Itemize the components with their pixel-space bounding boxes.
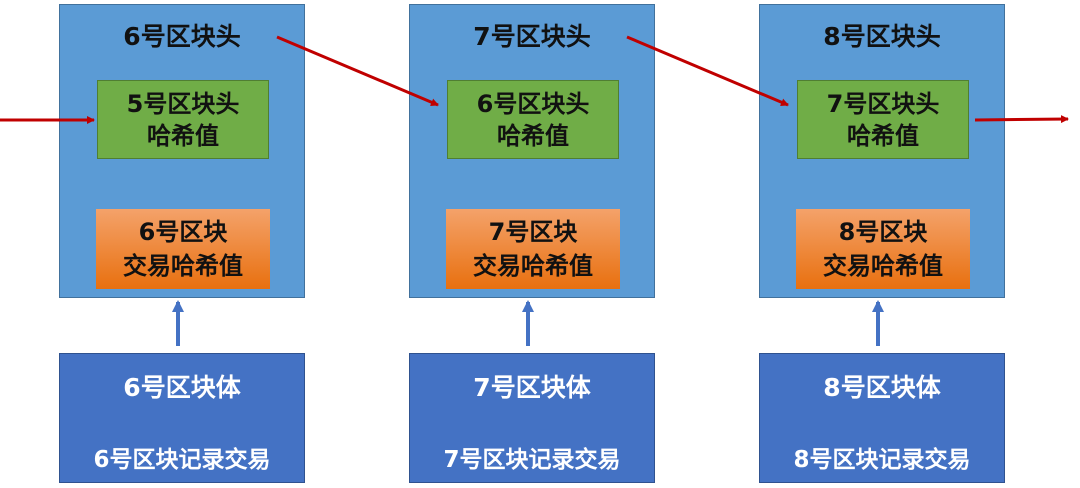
prev-hash-box: 5号区块头哈希值 (97, 80, 269, 159)
tx-hash-line2: 交易哈希值 (823, 252, 943, 280)
chain-arrow-out (974, 115, 1069, 124)
tx-hash-line2: 交易哈希值 (123, 252, 243, 280)
block-header-title: 8号区块头 (823, 22, 941, 51)
tx-hash-line2: 交易哈希值 (473, 252, 593, 280)
block-header-6: 6号区块头 5号区块头哈希值 6号区块交易哈希值 (59, 4, 305, 298)
prev-hash-box: 6号区块头哈希值 (447, 80, 619, 159)
block-body-8: 8号区块体 8号区块记录交易 (759, 353, 1005, 483)
block-body-text: 7号区块记录交易 (443, 447, 621, 473)
block-body-6: 6号区块体 6号区块记录交易 (59, 353, 305, 483)
block-header-title: 7号区块头 (473, 22, 591, 51)
block-body-text: 6号区块记录交易 (93, 447, 271, 473)
tx-hash-line1: 7号区块 (488, 218, 578, 246)
prev-hash-box: 7号区块头哈希值 (797, 80, 969, 159)
tx-hash-line1: 8号区块 (838, 218, 928, 246)
tx-hash-box: 7号区块交易哈希值 (446, 209, 620, 289)
block-header-title: 6号区块头 (123, 22, 241, 51)
prev-hash-line1: 5号区块头 (126, 89, 240, 118)
prev-hash-line2: 哈希值 (847, 121, 919, 150)
prev-hash-line2: 哈希值 (497, 121, 569, 150)
prev-hash-line1: 7号区块头 (826, 89, 940, 118)
chain-arrow-6-7 (276, 35, 439, 107)
chain-arrow-7-8 (626, 35, 789, 107)
block-body-text: 8号区块记录交易 (793, 447, 971, 473)
block-body-title: 7号区块体 (473, 373, 591, 402)
tx-hash-box: 8号区块交易哈希值 (796, 209, 970, 289)
block-body-title: 8号区块体 (823, 373, 941, 402)
tx-hash-box: 6号区块交易哈希值 (96, 209, 270, 289)
tx-hash-line1: 6号区块 (138, 218, 228, 246)
block-header-8: 8号区块头 7号区块头哈希值 8号区块交易哈希值 (759, 4, 1005, 298)
block-body-7: 7号区块体 7号区块记录交易 (409, 353, 655, 483)
prev-hash-line1: 6号区块头 (476, 89, 590, 118)
prev-hash-line2: 哈希值 (147, 121, 219, 150)
block-header-7: 7号区块头 6号区块头哈希值 7号区块交易哈希值 (409, 4, 655, 298)
block-body-title: 6号区块体 (123, 373, 241, 402)
